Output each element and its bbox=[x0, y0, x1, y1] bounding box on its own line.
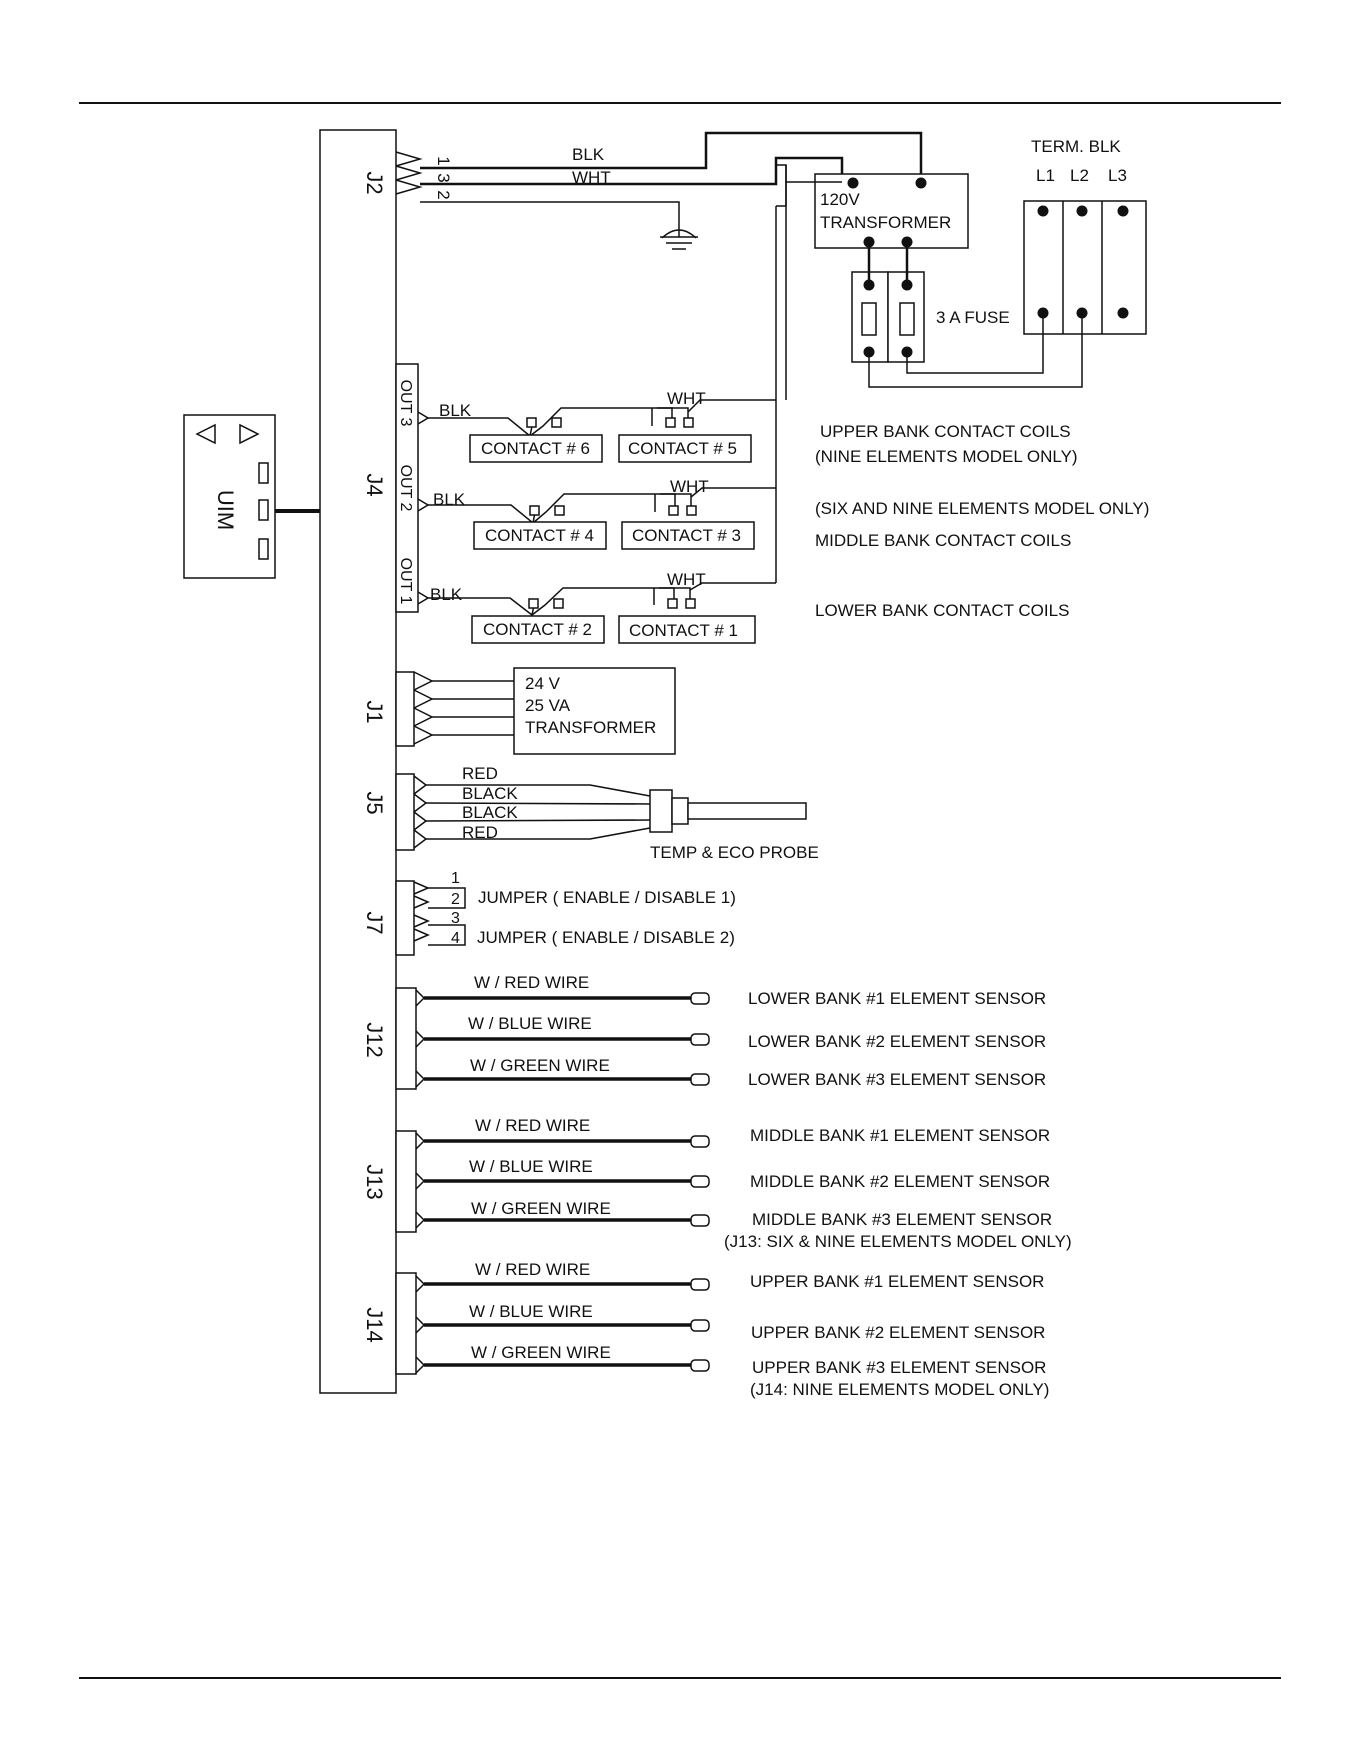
probe-label: TEMP & ECO PROBE bbox=[650, 843, 819, 862]
out2-blk-label: BLK bbox=[433, 490, 466, 509]
contact-5-label: CONTACT # 5 bbox=[628, 439, 737, 458]
upper-bank-3-sensor: UPPER BANK #3 ELEMENT SENSOR bbox=[752, 1358, 1046, 1377]
transformer-24v bbox=[513, 667, 676, 755]
upper-bank-2-sensor: UPPER BANK #2 ELEMENT SENSOR bbox=[751, 1323, 1045, 1342]
contact-3-box bbox=[621, 521, 755, 550]
j14-wire-red: W / RED WIRE bbox=[475, 1260, 590, 1279]
j13-section: W / RED WIRE W / BLUE WIRE W / GREEN WIR… bbox=[395, 1116, 1072, 1251]
jumper-2-label: JUMPER ( ENABLE / DISABLE 2) bbox=[477, 928, 735, 947]
out3-blk-label: BLK bbox=[439, 401, 472, 420]
middle-bank-3-sensor: MIDDLE BANK #3 ELEMENT SENSOR bbox=[752, 1210, 1052, 1229]
out1-blk-label: BLK bbox=[430, 585, 463, 604]
j5-wire-red-2: RED bbox=[462, 823, 498, 842]
j14-model-note: (J14: NINE ELEMENTS MODEL ONLY) bbox=[750, 1380, 1049, 1399]
j5-label: J5 bbox=[362, 791, 387, 814]
fuse-label: 3 A FUSE bbox=[936, 308, 1010, 327]
jumper-1-label: JUMPER ( ENABLE / DISABLE 1) bbox=[478, 888, 736, 907]
j2-pin-1: 1 bbox=[434, 156, 453, 165]
left-arrow-icon bbox=[195, 423, 216, 445]
transformer-120v-line1: 120V bbox=[820, 190, 860, 209]
j13-wire-green: W / GREEN WIRE bbox=[471, 1199, 611, 1218]
contact-2-label: CONTACT # 2 bbox=[483, 620, 592, 639]
lower-bank-1-sensor: LOWER BANK #1 ELEMENT SENSOR bbox=[748, 989, 1046, 1008]
contact-6-box bbox=[469, 434, 603, 463]
j2-pin-2: 2 bbox=[434, 190, 453, 199]
terminal-l2-label: L2 bbox=[1070, 166, 1089, 185]
contact-4-box bbox=[473, 521, 607, 550]
upper-coils-line2: (NINE ELEMENTS MODEL ONLY) bbox=[815, 447, 1078, 466]
lower-coils-line1: LOWER BANK CONTACT COILS bbox=[815, 601, 1069, 620]
j7-pin-3: 3 bbox=[451, 910, 460, 927]
out2-label: OUT 2 bbox=[397, 465, 414, 512]
temp-eco-probe-head bbox=[649, 789, 673, 833]
j5-section: RED BLACK BLACK RED TEMP & ECO PROBE bbox=[395, 764, 819, 862]
middle-coils-line2: MIDDLE BANK CONTACT COILS bbox=[815, 531, 1071, 550]
terminal-l1-label: L1 bbox=[1036, 166, 1055, 185]
j5-wire-black-1: BLACK bbox=[462, 784, 518, 803]
j5-wire-red-1: RED bbox=[462, 764, 498, 783]
j13-label: J13 bbox=[362, 1164, 387, 1199]
out2-wht-label: WHT bbox=[670, 477, 709, 496]
j14-label: J14 bbox=[362, 1307, 387, 1342]
j12-wire-green: W / GREEN WIRE bbox=[470, 1056, 610, 1075]
middle-bank-2-sensor: MIDDLE BANK #2 ELEMENT SENSOR bbox=[750, 1172, 1050, 1191]
uim-module: UIM bbox=[183, 414, 320, 579]
j2-wht-label: WHT bbox=[572, 168, 611, 187]
middle-bank-1-sensor: MIDDLE BANK #1 ELEMENT SENSOR bbox=[750, 1126, 1050, 1145]
j7-pin-1: 1 bbox=[451, 870, 460, 887]
j12-wire-red: W / RED WIRE bbox=[474, 973, 589, 992]
j13-wire-blue: W / BLUE WIRE bbox=[469, 1157, 593, 1176]
j14-section: W / RED WIRE W / BLUE WIRE W / GREEN WIR… bbox=[395, 1260, 1049, 1399]
j7-pin-2: 2 bbox=[451, 891, 460, 908]
contact-4-label: CONTACT # 4 bbox=[485, 526, 594, 545]
j5-wire-black-2: BLACK bbox=[462, 803, 518, 822]
j2-blk-label: BLK bbox=[572, 145, 605, 164]
control-board bbox=[319, 129, 397, 1394]
terminal-l3-label: L3 bbox=[1108, 166, 1127, 185]
j12-section: W / RED WIRE W / BLUE WIRE W / GREEN WIR… bbox=[395, 973, 1046, 1090]
contact-6-label: CONTACT # 6 bbox=[481, 439, 590, 458]
j7-section: 1 2 3 4 JUMPER ( ENABLE / DISABLE 1) JUM… bbox=[395, 870, 736, 956]
temp-eco-probe-stem bbox=[687, 802, 807, 820]
upper-bank-1-sensor: UPPER BANK #1 ELEMENT SENSOR bbox=[750, 1272, 1044, 1291]
contact-2-box bbox=[471, 615, 605, 644]
j2-connector: 1 3 2 BLK WHT bbox=[395, 131, 923, 250]
j13-wire-red: W / RED WIRE bbox=[475, 1116, 590, 1135]
out3-wht-label: WHT bbox=[667, 389, 706, 408]
power-section: 120V TRANSFORMER 3 A FUSE TERM. BLK L1 L… bbox=[775, 137, 1147, 400]
transformer-24v-line2: 25 VA bbox=[525, 696, 571, 715]
middle-coils-line1: (SIX AND NINE ELEMENTS MODEL ONLY) bbox=[815, 499, 1149, 518]
j7-pin-4: 4 bbox=[451, 930, 460, 947]
out1-wht-label: WHT bbox=[667, 570, 706, 589]
contact-1-box bbox=[618, 615, 756, 644]
j7-label: J7 bbox=[362, 911, 387, 934]
uim-label: UIM bbox=[213, 490, 238, 530]
j4-label: J4 bbox=[362, 473, 387, 496]
j14-wire-green: W / GREEN WIRE bbox=[471, 1343, 611, 1362]
contact-3-label: CONTACT # 3 bbox=[632, 526, 741, 545]
lower-bank-2-sensor: LOWER BANK #2 ELEMENT SENSOR bbox=[748, 1032, 1046, 1051]
j12-label: J12 bbox=[362, 1022, 387, 1057]
j12-wire-blue: W / BLUE WIRE bbox=[468, 1014, 592, 1033]
term-block-title: TERM. BLK bbox=[1031, 137, 1121, 156]
j4-section: OUT 3 OUT 2 OUT 1 CONTACT # 6 CONTACT # … bbox=[395, 206, 1149, 644]
contact-5-box bbox=[618, 434, 752, 463]
right-arrow-icon bbox=[239, 423, 260, 445]
transformer-120v bbox=[814, 173, 969, 249]
j13-model-note: (J13: SIX & NINE ELEMENTS MODEL ONLY) bbox=[724, 1232, 1072, 1251]
upper-coils-line1: UPPER BANK CONTACT COILS bbox=[820, 422, 1071, 441]
j1-label: J1 bbox=[362, 700, 387, 723]
j1-section: 24 V 25 VA TRANSFORMER bbox=[395, 667, 676, 755]
transformer-120v-line2: TRANSFORMER bbox=[820, 213, 951, 232]
contact-1-label: CONTACT # 1 bbox=[629, 621, 738, 640]
out3-label: OUT 3 bbox=[397, 380, 414, 427]
lower-bank-3-sensor: LOWER BANK #3 ELEMENT SENSOR bbox=[748, 1070, 1046, 1089]
j14-wire-blue: W / BLUE WIRE bbox=[469, 1302, 593, 1321]
j2-pin-3: 3 bbox=[434, 173, 453, 182]
transformer-24v-line3: TRANSFORMER bbox=[525, 718, 656, 737]
j2-label: J2 bbox=[362, 171, 387, 194]
out1-label: OUT 1 bbox=[397, 558, 414, 605]
transformer-24v-line1: 24 V bbox=[525, 674, 561, 693]
